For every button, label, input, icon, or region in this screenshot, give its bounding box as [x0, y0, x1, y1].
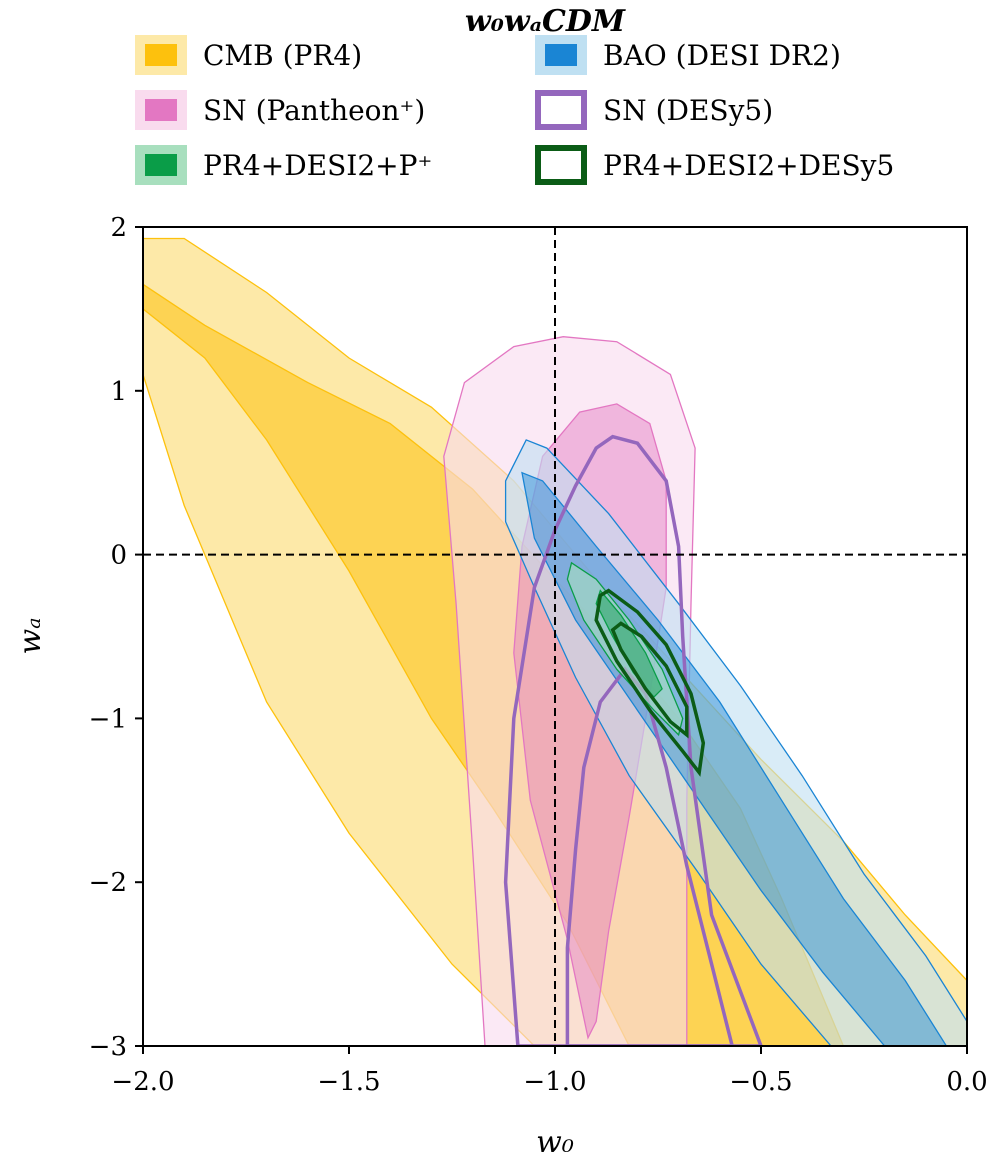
contour-layer [143, 237, 967, 1046]
y-tick-label: −2 [89, 868, 127, 898]
legend-swatch-inner [545, 44, 577, 66]
x-axis: −2.0 −1.5 −1.0 −0.5 0.0 [111, 1046, 988, 1097]
contour-95 [594, 588, 706, 777]
legend-entry-sn-pantheon: SN (Pantheon⁺) [135, 90, 425, 130]
series-pr4-desi2-desy5 [594, 588, 706, 777]
y-tick-label: 0 [110, 541, 127, 571]
y-axis: −3 −2 −1 0 1 2 [89, 213, 143, 1062]
legend-entry-cmb-pr4: CMB (PR4) [135, 35, 362, 75]
legend-label: CMB (PR4) [203, 39, 362, 72]
y-tick-label: −3 [89, 1032, 127, 1062]
x-tick-label: −1.5 [317, 1067, 380, 1097]
legend-label: PR4+DESI2+P⁺ [203, 149, 432, 182]
legend: CMB (PR4) SN (Pantheon⁺) BAO (DESI DR2) SN … [135, 35, 894, 185]
chart-title: w₀wₐCDM [465, 4, 626, 39]
legend-entry-pr4-desi2-p: PR4+DESI2+P⁺ [135, 145, 432, 185]
legend-label: SN (DESy5) [603, 94, 773, 127]
legend-label: PR4+DESI2+DESy5 [603, 149, 894, 182]
legend-swatch-inner [145, 154, 177, 176]
x-tick-label: −0.5 [729, 1067, 792, 1097]
y-tick-label: 1 [110, 377, 127, 407]
legend-swatch-inner [145, 99, 177, 121]
contour-68 [610, 621, 689, 739]
x-tick-label: −2.0 [111, 1067, 174, 1097]
legend-entry-pr4-desi2-desy5: PR4+DESI2+DESy5 [535, 145, 894, 185]
y-tick-label: 2 [110, 213, 127, 243]
reference-lines [143, 227, 967, 1046]
contour-95 [504, 439, 967, 1046]
legend-label: SN (Pantheon⁺) [203, 94, 425, 127]
legend-entry-sn-desy5: SN (DESy5) [535, 90, 773, 130]
y-axis-label: wₐ [13, 618, 48, 655]
legend-swatch [535, 145, 587, 185]
legend-swatch [535, 90, 587, 130]
legend-label: BAO (DESI DR2) [603, 39, 841, 72]
x-axis-label: w₀ [536, 1125, 574, 1160]
contour-95 [566, 561, 684, 737]
legend-entry-bao-desi-dr2: BAO (DESI DR2) [535, 35, 841, 75]
x-tick-label: 0.0 [946, 1067, 987, 1097]
x-tick-label: −1.0 [523, 1067, 586, 1097]
contour-95 [503, 434, 763, 1046]
y-tick-label: −1 [89, 704, 127, 734]
legend-swatch-inner [145, 44, 177, 66]
